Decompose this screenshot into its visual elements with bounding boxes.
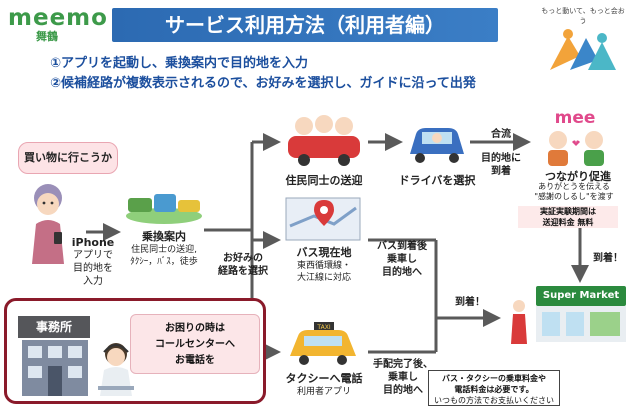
- brand-logo: meemo 舞鶴: [8, 6, 108, 50]
- iphone-desc-3: 入力: [83, 276, 103, 287]
- bus-map-icon: [285, 197, 361, 241]
- taxi-after-2: 乗車し: [388, 372, 418, 383]
- page-title: サービス利用方法（利用者編）: [112, 8, 498, 42]
- fare-note: バス・タクシーの乗車料金や 電話料金は必要です。 いつもの方法でお支払いください: [428, 370, 560, 406]
- taxi-sign: TAXI: [316, 324, 330, 331]
- mee-desc-2: "感謝のしるし"を渡す: [534, 192, 614, 201]
- trial-period-note: 実証実験期間は 送迎料金 無料: [518, 206, 618, 228]
- iphone-desc-1: アプリで: [73, 250, 113, 261]
- period-line-1: 実証実験期間は: [540, 207, 596, 216]
- project-logo: もっと動いて、もっと会おう: [540, 4, 626, 70]
- bus-sub-1: 東西循環線・: [296, 261, 351, 271]
- route-choice-2: 経路を選択: [218, 266, 268, 277]
- bus-after-3: 目的地へ: [382, 267, 422, 278]
- bus-after-1: バス到着後: [377, 241, 427, 252]
- taxi-sub: 利用者アプリ: [296, 387, 351, 397]
- bus-after-2: 乗車し: [387, 254, 417, 265]
- taxi-after-1: 手配完了後、: [373, 359, 433, 370]
- people-logo-icon: [550, 29, 616, 70]
- iphone-label: iPhone: [71, 236, 115, 249]
- fare-note-line-3: いつもの方法でお支払いください: [434, 396, 554, 405]
- mee-title: つながり促進: [545, 170, 611, 183]
- fare-note-line-2: 電話料金は必要です。: [454, 385, 534, 394]
- driver-title: ドライバを選択: [398, 174, 476, 187]
- bus-sub-2: 大江線に対応: [296, 273, 351, 283]
- taxi-title: タクシーへ電話: [285, 372, 363, 385]
- step-2: ②候補経路が複数表示されるので、お好みを選択し、ガイドに沿って出発: [50, 76, 476, 91]
- supermarket-store-icon: [536, 306, 626, 342]
- iphone-desc-2: 目的地を: [73, 263, 113, 274]
- supermarket-sign: Super Market: [536, 286, 626, 306]
- fare-note-line-1: バス・タクシーの乗車料金や: [442, 374, 546, 383]
- speech-bubble: 買い物に行こうか: [18, 142, 118, 174]
- operator-icon: [98, 343, 134, 396]
- brand-place: 舞鶴: [36, 30, 58, 43]
- shopper-icon: [511, 300, 527, 344]
- merge-arrive-2: 到着: [491, 166, 511, 177]
- step-1: ①アプリを起動し、乗換案内で目的地を入力: [50, 56, 309, 71]
- elderly-woman-icon: [32, 184, 64, 264]
- vehicles-icon: [126, 194, 202, 224]
- transit-guide-title: 乗換案内: [142, 230, 186, 243]
- office-building-icon: [22, 340, 88, 396]
- bus-title: バス現在地: [296, 246, 352, 259]
- mee-logo: mee: [554, 108, 596, 128]
- ride-share-title: 住民同士の送迎: [285, 174, 363, 187]
- call-center-callout: お困りの時は コールセンターへ お電話を: [130, 314, 260, 374]
- ride-share-icon: [288, 115, 360, 166]
- taxi-icon: TAXI: [290, 322, 356, 365]
- transit-guide-sub-1: 住民同士の送迎,: [131, 245, 197, 255]
- office-board: 事務所: [18, 316, 90, 338]
- period-line-2: 送迎料金 無料: [542, 218, 594, 227]
- thanks-people-icon: [548, 131, 604, 166]
- merge-label: 合流: [491, 129, 511, 140]
- merge-arrive-1: 目的地に: [481, 153, 521, 164]
- transit-guide-sub-2: ﾀｸｼｰ，ﾊﾞｽ，徒歩: [130, 257, 198, 267]
- driver-car-icon: [410, 128, 464, 163]
- callout-line-3: お電話を: [175, 355, 215, 366]
- callout-line-2: コールセンターへ: [155, 339, 235, 350]
- brand-name: meemo: [8, 5, 108, 31]
- callout-line-1: お困りの時は: [165, 323, 225, 334]
- arrival-label-2: 到着！: [593, 253, 623, 264]
- mee-desc-1: ありがとうを伝える: [538, 182, 610, 191]
- logo-tagline: もっと動いて、もっと会おう: [541, 7, 625, 25]
- route-choice-1: お好みの: [223, 253, 263, 264]
- taxi-after-3: 目的地へ: [383, 385, 423, 396]
- arrival-label-1: 到着！: [455, 297, 485, 308]
